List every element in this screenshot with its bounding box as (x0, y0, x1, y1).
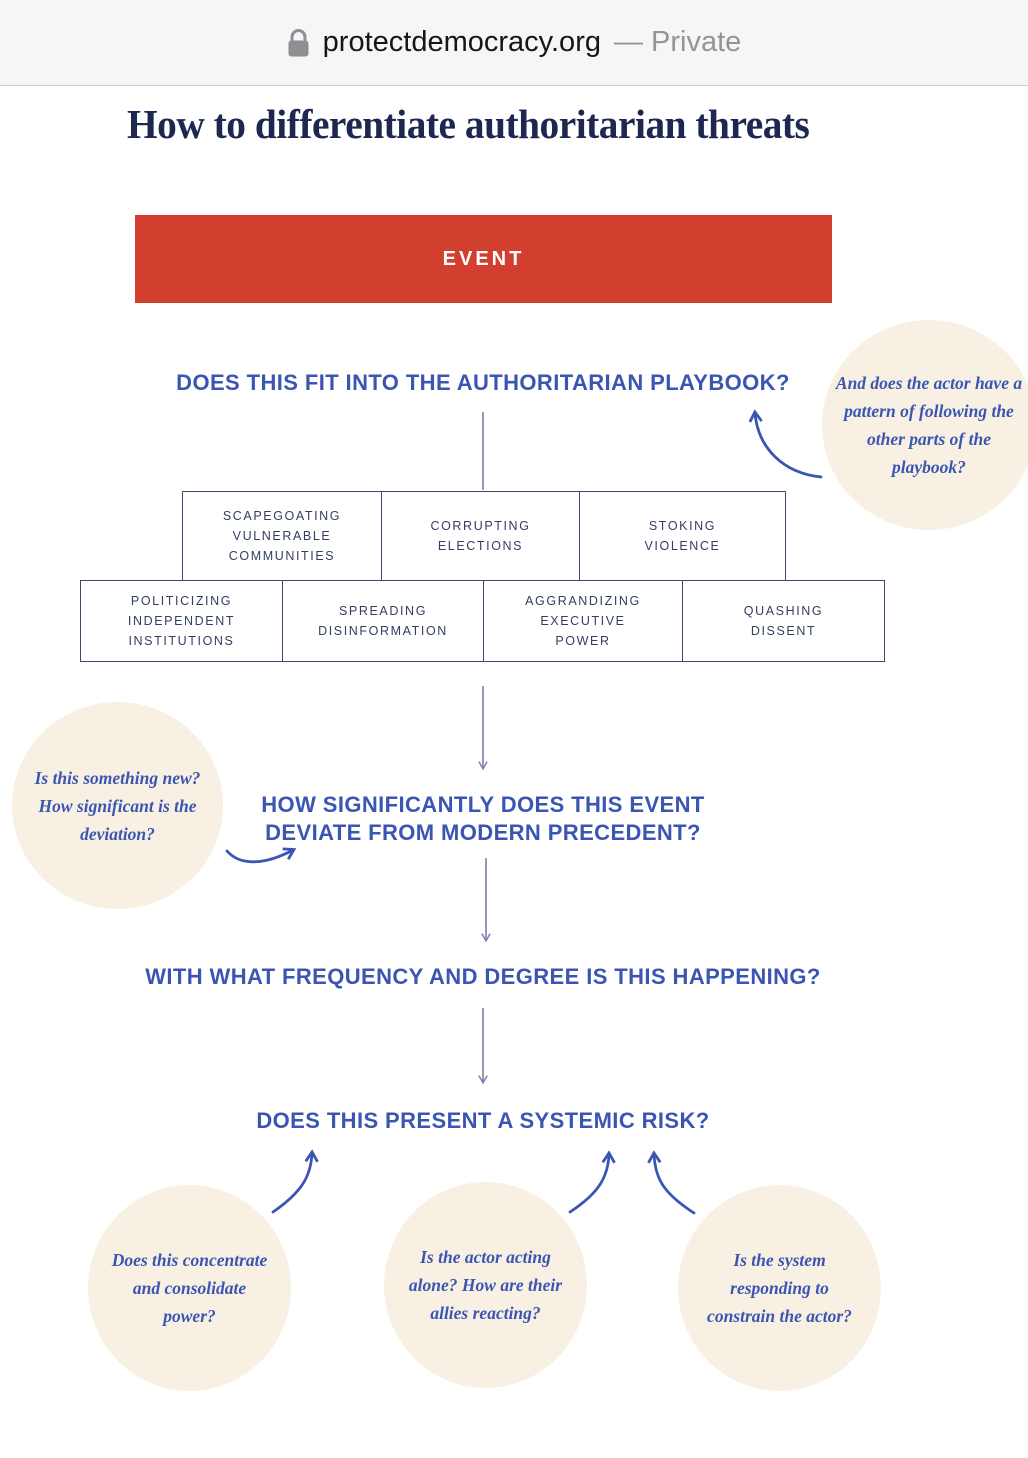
question-playbook: DOES THIS FIT INTO THE AUTHORITARIAN PLA… (176, 370, 790, 395)
note-bubble-actor-alone: Is the actor acting alone? How are their… (384, 1182, 587, 1388)
tactic-box-stoking-violence: STOKING VIOLENCE (579, 491, 786, 581)
tactic-box-scapegoating: SCAPEGOATING VULNERABLE COMMUNITIES (182, 491, 382, 581)
tactic-box-quashing-dissent: QUASHING DISSENT (682, 580, 885, 662)
question-frequency: WITH WHAT FREQUENCY AND DEGREE IS THIS H… (145, 964, 821, 989)
tactic-box-politicizing-institutions: POLITICIZING INDEPENDENT INSTITUTIONS (80, 580, 283, 662)
tactic-box-spreading-disinformation: SPREADING DISINFORMATION (282, 580, 484, 662)
question-precedent: HOW SIGNIFICANTLY DOES THIS EVENT DEVIAT… (261, 792, 705, 845)
note-bubble-system-response: Is the system responding to constrain th… (678, 1185, 881, 1391)
note-bubble-consolidate-power: Does this concentrate and consolidate po… (88, 1185, 291, 1391)
note-bubble-playbook-pattern: And does the actor have a pattern of fol… (822, 320, 1028, 530)
question-systemic-risk: DOES THIS PRESENT A SYSTEMIC RISK? (256, 1108, 710, 1133)
tactic-box-aggrandizing-power: AGGRANDIZING EXECUTIVE POWER (483, 580, 683, 662)
note-bubble-precedent: Is this something new? How significant i… (12, 702, 223, 909)
tactic-box-corrupting-elections: CORRUPTING ELECTIONS (381, 491, 580, 581)
event-banner: EVENT (135, 215, 832, 303)
browser-address-bar[interactable]: protectdemocracy.org — Private (0, 0, 1028, 86)
lock-icon (288, 28, 309, 56)
page-title: How to differentiate authoritarian threa… (127, 101, 810, 147)
private-browsing-label: — Private (613, 26, 742, 58)
address-bar-url: protectdemocracy.org (322, 26, 601, 58)
